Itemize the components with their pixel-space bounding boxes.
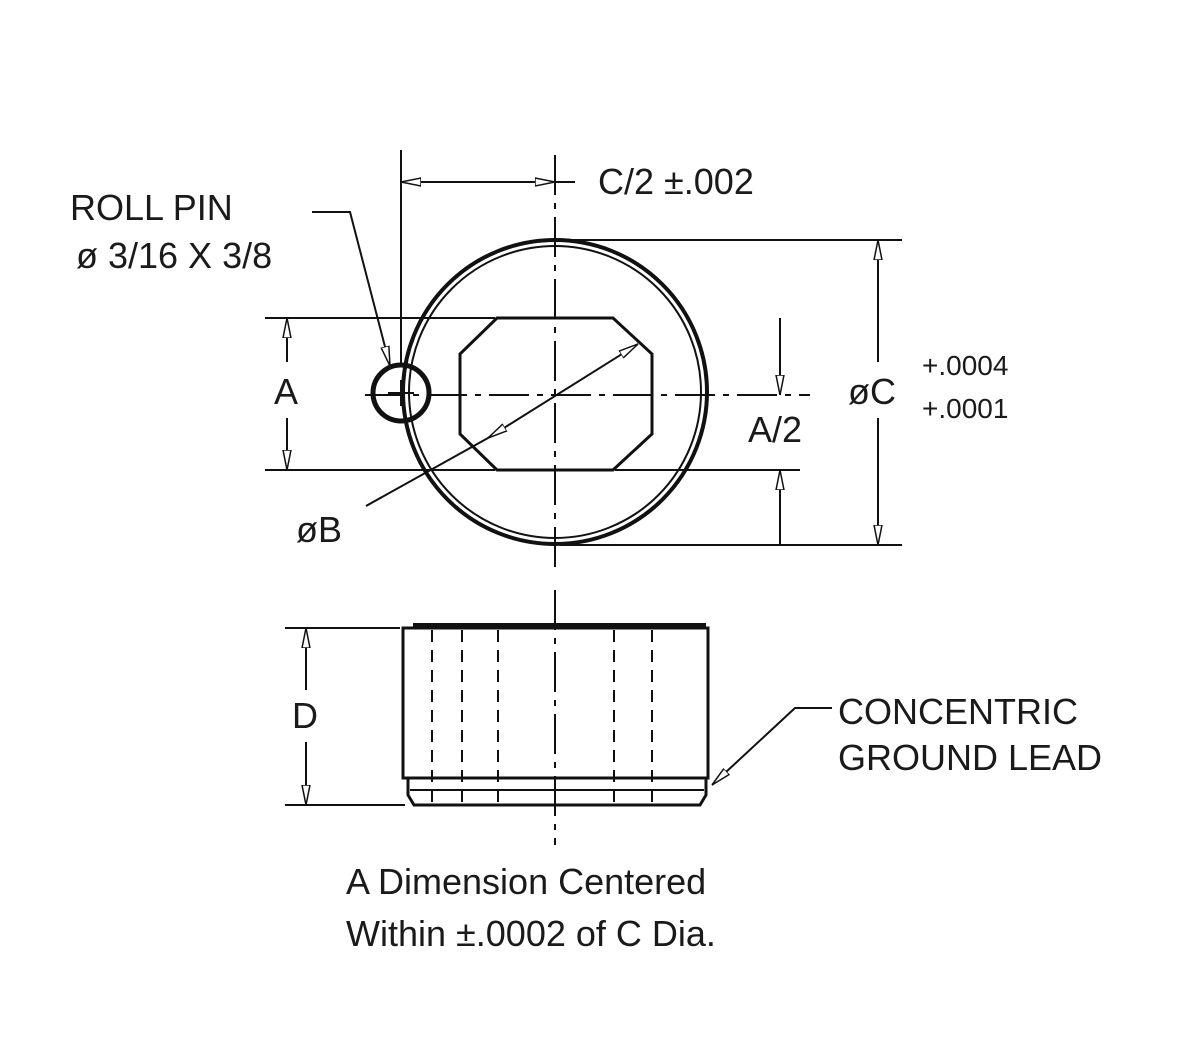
dimension-half-a: A/2 (615, 318, 802, 545)
c-tolerance-lower: +.0001 (922, 393, 1008, 424)
c-label: øC (848, 371, 896, 412)
roll-pin-callout: ROLL PIN ø 3/16 X 3/8 (70, 187, 391, 366)
b-leader (365, 437, 489, 507)
note-line-1: A Dimension Centered (346, 861, 706, 902)
b-label: øB (296, 509, 342, 550)
centering-note: A Dimension Centered Within ±.0002 of C … (346, 861, 716, 954)
concentric-label-2: GROUND LEAD (838, 737, 1102, 778)
half-a-label: A/2 (748, 409, 802, 450)
half-c-label: C/2 ±.002 (598, 161, 754, 202)
roll-pin-leader (312, 211, 391, 366)
roll-pin-size-label: ø 3/16 X 3/8 (76, 235, 272, 276)
concentric-leader (711, 707, 832, 786)
dimension-c: øC +.0004 +.0001 (560, 239, 1008, 546)
a-label: A (274, 371, 298, 412)
ground-lead-step (406, 778, 708, 807)
b-diameter-line (487, 343, 639, 439)
dimension-half-c: C/2 ±.002 (400, 150, 754, 365)
concentric-callout: CONCENTRIC GROUND LEAD (711, 691, 1102, 786)
bore-flatted-hole (458, 316, 654, 472)
note-line-2: Within ±.0002 of C Dia. (346, 913, 716, 954)
dimension-d: D (285, 627, 405, 806)
top-view (365, 155, 810, 570)
side-view (401, 590, 710, 845)
dimension-b: øB (296, 343, 639, 550)
dimension-a: A (265, 317, 495, 471)
concentric-label-1: CONCENTRIC (838, 691, 1078, 732)
c-tolerance-upper: +.0004 (922, 350, 1008, 381)
d-label: D (292, 695, 318, 736)
roll-pin-label: ROLL PIN (70, 187, 233, 228)
